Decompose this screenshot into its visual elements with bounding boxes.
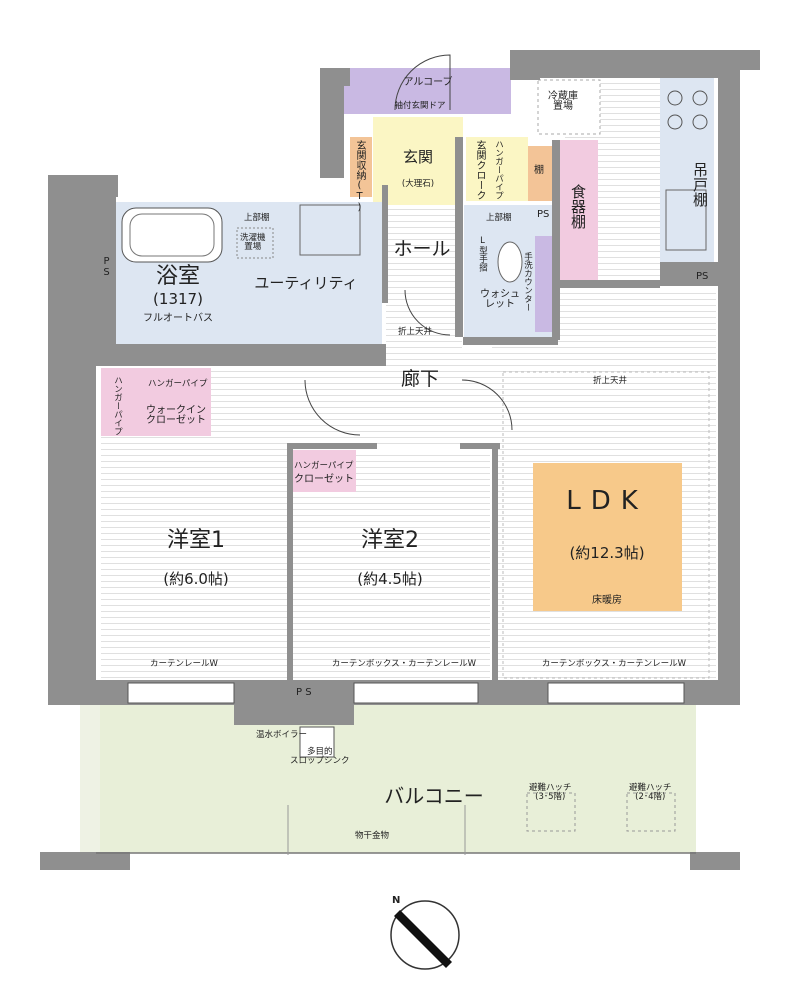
- cloak-shelf: [528, 146, 554, 201]
- ps-balcony-label: P S: [296, 687, 312, 698]
- room2-closet-area: [290, 450, 356, 492]
- ldk-floor-heating: [533, 463, 682, 611]
- cloak-hanger-pipe-label: ハンガーパイプ: [493, 140, 504, 200]
- room2-hanger-pipe-label: ハンガーパイプ: [294, 461, 354, 471]
- bath-type-label: フルオートバス: [143, 313, 213, 324]
- windows: [127, 682, 685, 704]
- bathtub-inner: [129, 213, 215, 257]
- entrance-door-label: 袖付玄関ドア: [394, 101, 446, 111]
- balcony-label: バルコニー: [384, 784, 484, 808]
- genkan-label: 玄関: [402, 148, 434, 166]
- vanity-sink: [299, 204, 361, 256]
- hanging-shelf-label: 吊戸棚: [691, 162, 709, 207]
- room2-label: 洋室2: [361, 528, 419, 553]
- l-handrail-label: L型手摺: [477, 236, 488, 272]
- wic-hanger-pipe-label: ハンガーパイプ: [148, 379, 208, 389]
- room2-closet-label: クローゼット: [294, 474, 354, 485]
- ps-left-label: PS: [101, 256, 112, 278]
- washlet-label: ウォシュ レット: [480, 289, 520, 310]
- ldk-ceiling-outline: [502, 371, 710, 679]
- kitchen-sink: [665, 189, 707, 251]
- washer-label: 洗濯機 置場: [240, 233, 266, 252]
- water-heater-label: 温水ボイラー: [256, 730, 308, 740]
- curtain-rail-room1-label: カーテンレールW: [150, 659, 218, 669]
- hall-label: ホール: [393, 238, 451, 260]
- genkan-cloak-area: [466, 137, 528, 201]
- wic-area: [101, 368, 211, 436]
- ps-toilet-label: PS: [537, 209, 550, 220]
- genkan-storage-label: 玄関収納(T): [354, 140, 365, 213]
- hatch-2-4-label: 避難ハッチ (2･4階): [629, 783, 672, 802]
- toilet-bowl: [497, 241, 523, 283]
- hall-floor: [386, 205, 462, 353]
- wic-hanger-pipe-v-label: ハンガーパイプ: [112, 376, 123, 436]
- ldk-size-label: (約12.3帖): [569, 544, 645, 562]
- fridge-label: 冷蔵庫 置場: [548, 91, 578, 112]
- hall-ceiling-label: 折上天井: [397, 327, 433, 337]
- room1-label: 洋室1: [167, 528, 225, 553]
- room2-size-label: (約4.5帖): [357, 570, 423, 588]
- room1-floor: [101, 444, 289, 680]
- utility-area: [232, 202, 382, 344]
- washing-machine-spot: [236, 227, 274, 259]
- bath-label: 浴室: [155, 264, 201, 289]
- north-label: N: [392, 895, 401, 906]
- dish-shelf-label: 食器棚: [569, 184, 587, 229]
- door-swings: [304, 54, 513, 436]
- toilet-upper-shelf-label: 上部棚: [486, 213, 512, 223]
- ldk-label: LDK: [566, 486, 648, 516]
- escape-hatch-2: [626, 792, 676, 832]
- stove-burner-icon: [667, 90, 683, 106]
- utility-label: ユーティリティ: [254, 274, 358, 292]
- bathtub: [121, 207, 223, 263]
- compass-icon: [390, 900, 460, 970]
- toilet-side-storage: [535, 236, 553, 332]
- slop-sink-label: 多目的 スロップシンク: [290, 747, 350, 766]
- alcove-label: アルコーブ: [403, 77, 453, 88]
- curtain-rail-room2-label: カーテンボックス・カーテンレールW: [331, 659, 477, 669]
- escape-hatch-1: [526, 792, 576, 832]
- utility-upper-shelf-label: 上部棚: [244, 213, 270, 223]
- wic-label: ウォークイン クローゼット: [146, 405, 206, 426]
- genkan-cloak-label: 玄関クローク: [474, 140, 485, 200]
- hatch-3-5-label: 避難ハッチ (3･5階): [529, 783, 572, 802]
- stove-burner-icon: [692, 90, 708, 106]
- genkan-storage: [350, 137, 372, 197]
- dish-shelf-area: [560, 140, 598, 280]
- ldk-ceiling-label: 折上天井: [592, 376, 628, 386]
- room1-size-label: (約6.0帖): [163, 570, 229, 588]
- curtain-rail-ldk-label: カーテンボックス・カーテンレールW: [541, 659, 687, 669]
- drying-hardware-label: 物干金物: [354, 831, 390, 841]
- floor-heating-label: 床暖房: [592, 595, 622, 606]
- corridor-label: 廊下: [400, 368, 440, 390]
- alcove-area: [343, 68, 511, 114]
- stove-burner-icon: [692, 114, 708, 130]
- slop-sink: [299, 726, 335, 758]
- balcony-area: [96, 705, 696, 853]
- bath-size-label: (1317): [153, 290, 203, 308]
- stove-burner-icon: [667, 114, 683, 130]
- kitchen-counter: [660, 78, 714, 262]
- balcony-left-area: [80, 705, 100, 853]
- shelf-label: 棚: [534, 165, 544, 176]
- ps-kitchen-label: PS: [696, 271, 709, 282]
- marble-label: (大理石): [401, 179, 435, 189]
- fridge-area: [537, 79, 601, 135]
- hand-wash-label: 手洗カウンター: [522, 252, 533, 312]
